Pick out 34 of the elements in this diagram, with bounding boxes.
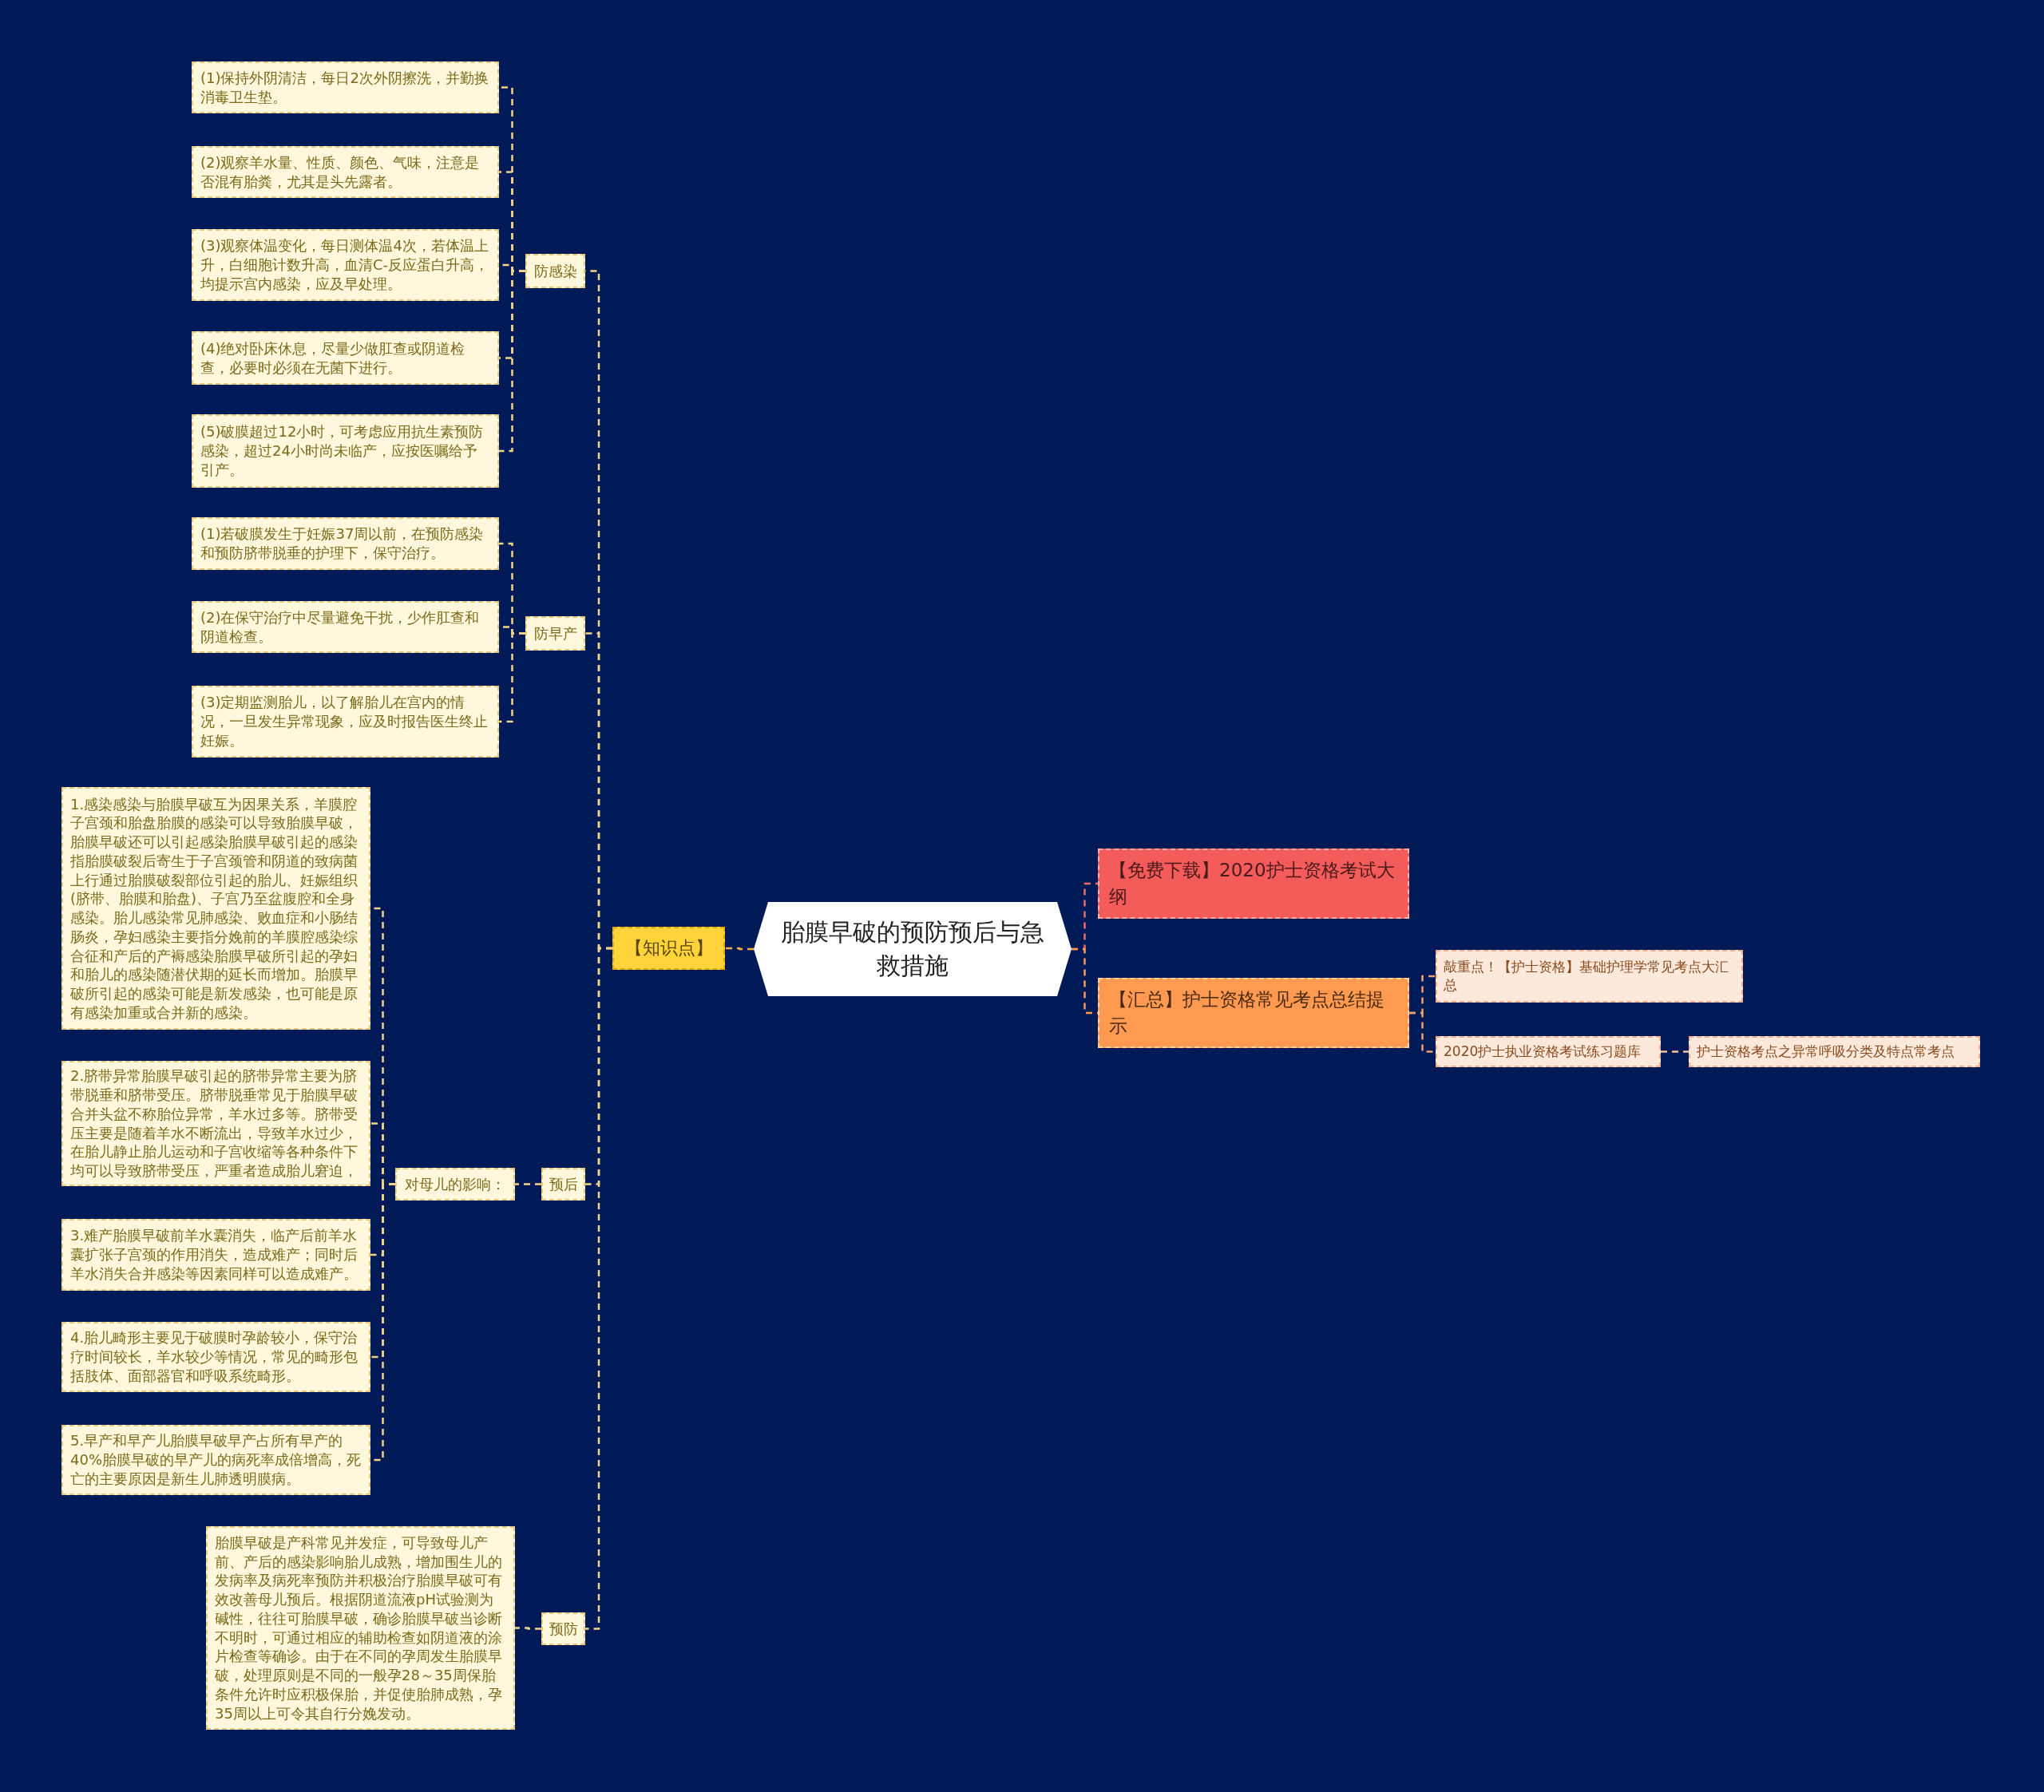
note-box: (1)保持外阴清洁，每日2次外阴擦洗，并勤换消毒卫生垫。 [192, 61, 499, 113]
category-box: 对母儿的影响： [395, 1168, 515, 1201]
note-box: (2)观察羊水量、性质、颜色、气味，注意是否混有胎粪，尤其是头先露者。 [192, 146, 499, 198]
central-topic-hexagon: 胎膜早破的预防预后与急救措施 [754, 902, 1072, 996]
note-box: (4)绝对卧床休息，尽量少做肛查或阴道检查，必要时必须在无菌下进行。 [192, 331, 499, 385]
note-box: 胎膜早破是产科常见并发症，可导致母儿产前、产后的感染影响胎儿成熟，增加围生儿的发病率及病死率预防并积极治疗胎膜早破可有效改善母儿预后。根据阴道流液pH试验测为碱性，往往可胎膜早破，确诊胎膜早破当诊断不明时，可通过相应的辅助检查如阴道液的涂片检查等确诊。由于在不同的孕周发生胎膜早破，处理原则是不同的一般孕28～35周保胎条件允许时应积极保胎，并促使胎肺成熟，孕35周以上可令其自行分娩发动。 [206, 1526, 515, 1730]
link-box: 护士资格考点之异常呼吸分类及特点常考点 [1689, 1036, 1980, 1067]
link-box: 2020护士执业资格考试练习题库 [1436, 1036, 1661, 1067]
category-box: 预后 [541, 1168, 585, 1201]
connector-line [725, 947, 754, 951]
note-box: 4.胎儿畸形主要见于破膜时孕龄较小，保守治疗时间较长，羊水较少等情况，常见的畸形包括肢体、面部器官和呼吸系统畸形。 [61, 1322, 370, 1392]
note-box: 3.难产胎膜早破前羊水囊消失，临产后前羊水囊扩张子宫颈的作用消失，造成难产；同时后羊水消失合并感染等因素同样可以造成难产。 [61, 1219, 370, 1291]
link-box: 敲重点！【护士资格】基础护理学常见考点大汇总 [1436, 950, 1743, 1003]
note-box: 2.脐带异常胎膜早破引起的脐带异常主要为脐带脱垂和脐带受压。脐带脱垂常见于胎膜早破合并头盆不称胎位异常，羊水过多等。脐带受压主要是随着羊水不断流出，导致羊水过少，在胎儿静止胎儿运动和子宫收缩等各种条件下均可以导致脐带受压，严重者造成胎儿窘迫， [61, 1061, 370, 1186]
connector-line [1409, 1011, 1436, 1053]
note-box: 1.感染感染与胎膜早破互为因果关系，羊膜腔子宫颈和胎盘胎膜的感染可以导致胎膜早破，胎膜早破还可以引起感染胎膜早破引起的感染指胎膜破裂后寄生于子宫颈管和阴道的致病菌上行通过胎膜破裂部位引起的胎儿、妊娠组织(脐带、胎膜和胎盘)、子宫乃至盆腹腔和全身感染。胎儿感染常见肺感染、败血症和小肠结肠炎，孕妇感染主要指分娩前的羊膜腔感染综合征和产后的产褥感染胎膜早破所引起的孕妇和胎儿的感染随潜伏期的延长而增加。胎膜早破所引起的感染可能是新发感染，也可能是原有感染加重或合并新的感染。 [61, 787, 370, 1030]
note-box: (3)定期监测胎儿，以了解胎儿在宫内的情况，一旦发生异常现象，应及时报告医生终止妊娠。 [192, 686, 499, 758]
connector-line [515, 1627, 541, 1630]
connector-line [585, 947, 612, 1630]
note-box: (2)在保守治疗中尽量避免干扰，少作肛查和阴道检查。 [192, 601, 499, 653]
link-box: 【免费下载】2020护士资格考试大纲 [1098, 849, 1409, 919]
note-box: (5)破膜超过12小时，可考虑应用抗生素预防感染，超过24小时尚未临产，应按医嘱给予引产。 [192, 414, 499, 488]
note-box: (3)观察体温变化，每日测体温4次，若体温上升，白细胞计数升高，血清C-反应蛋白升高，均提示宫内感染，应及早处理。 [192, 229, 499, 301]
connector-line [1661, 1050, 1689, 1053]
note-box: (1)若破膜发生于妊娠37周以前，在预防感染和预防脐带脱垂的护理下，保守治疗。 [192, 517, 499, 570]
connector-line [515, 1183, 541, 1185]
branch-box: 【知识点】 [612, 927, 725, 970]
connector-line [499, 632, 525, 723]
category-box: 预防 [541, 1612, 585, 1645]
connector-line [499, 270, 525, 453]
category-box: 防早产 [525, 616, 585, 651]
category-box: 防感染 [525, 254, 585, 288]
note-box: 5.早产和早产儿胎膜早破早产占所有早产的40%胎膜早破的早产儿的病死率成倍增高，死亡的主要原因是新生儿肺透明膜病。 [61, 1425, 370, 1495]
link-box: 【汇总】护士资格常见考点总结提示 [1098, 978, 1409, 1048]
